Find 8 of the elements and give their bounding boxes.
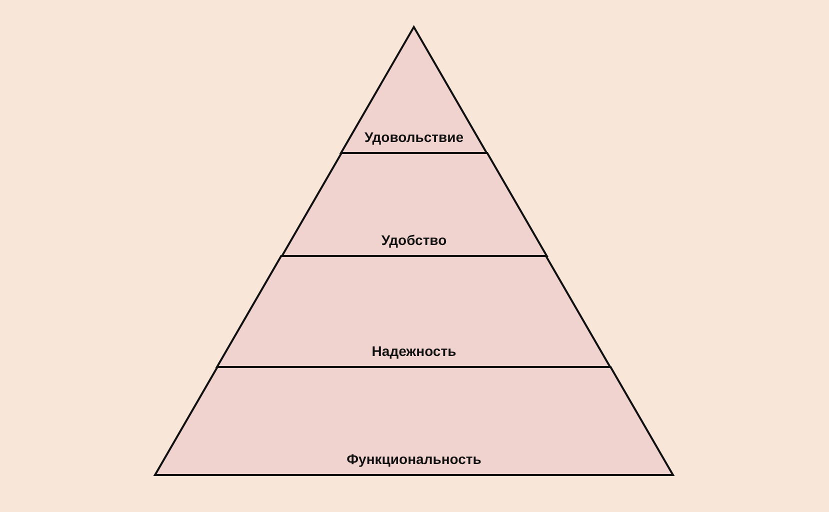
tier-label: Удовольствие xyxy=(363,129,465,145)
pyramid-tier xyxy=(155,367,673,475)
pyramid-tier xyxy=(217,256,611,367)
pyramid-tier xyxy=(341,27,487,153)
tier-label: Удобство xyxy=(380,232,448,248)
pyramid-tier xyxy=(282,153,546,256)
tier-label: Надежность xyxy=(370,343,458,359)
tier-label: Функциональность xyxy=(346,451,482,467)
